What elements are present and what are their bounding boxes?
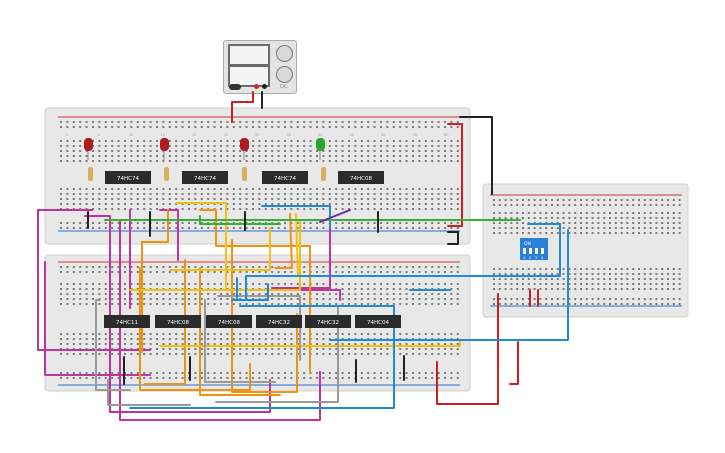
wire-grey-5 xyxy=(107,379,191,406)
wire-purple-1 xyxy=(319,209,351,223)
chip-label: 74HC74 xyxy=(117,176,139,182)
bottom-chips[interactable]: 74HC11 74HC08 74HC08 74HC32 74HC32 74HC0… xyxy=(104,315,401,328)
led-red-2 xyxy=(160,138,169,160)
dip-position-1: 1 xyxy=(523,256,525,260)
wire-orange-2 xyxy=(199,209,311,373)
chip-label: 74HC04 xyxy=(367,320,389,326)
power-supply-label: DC xyxy=(280,84,288,90)
top-chips[interactable]: 74HC74 74HC74 74HC74 74HC08 xyxy=(105,171,384,184)
led-green-1 xyxy=(316,138,325,160)
chip-label: 74HC08 xyxy=(167,320,189,326)
wire-red-right xyxy=(509,341,519,385)
wire-yellow-5 xyxy=(295,213,299,276)
wire-black-right xyxy=(459,116,493,195)
chip-label: 74HC11 xyxy=(116,320,138,326)
right-breadboard-holes[interactable] xyxy=(493,199,681,305)
wire-orange-7 xyxy=(274,213,293,269)
dip-switch-on-label: ON xyxy=(524,241,531,247)
chip-top-2: 74HC74 xyxy=(182,171,228,184)
wire-blue-4 xyxy=(329,229,569,341)
chip-label: 74HC32 xyxy=(268,320,290,326)
top-breadboard-holes[interactable] xyxy=(60,121,459,229)
column-number: 55 xyxy=(413,133,417,137)
wire-orange-1 xyxy=(141,209,169,353)
wire-orange-5 xyxy=(144,259,186,385)
column-number: 30 xyxy=(255,133,259,137)
column-number: 1 xyxy=(66,133,68,137)
wire-blue-3 xyxy=(129,305,395,409)
dip-position-2: 2 xyxy=(529,256,531,260)
column-number: 50 xyxy=(381,133,385,137)
current-knob[interactable] xyxy=(276,66,293,83)
leds[interactable] xyxy=(84,138,325,160)
wire-orange-3 xyxy=(139,267,251,391)
wire-grey-2 xyxy=(204,299,276,383)
dip-toggle-4[interactable] xyxy=(541,248,544,254)
current-display xyxy=(228,65,270,87)
voltage-knob[interactable] xyxy=(276,45,293,62)
chip-label: 74HC74 xyxy=(274,176,296,182)
wire-black-bridge xyxy=(447,231,459,245)
chip-bottom-5: 74HC32 xyxy=(305,315,351,328)
wire-yellow-1 xyxy=(129,221,301,291)
column-number: 35 xyxy=(287,133,291,137)
wire-yellow-4 xyxy=(175,202,227,289)
dip-toggle-2[interactable] xyxy=(529,248,532,254)
led-red-3 xyxy=(240,138,249,160)
column-number: 5 xyxy=(98,133,100,137)
dip-toggle-3[interactable] xyxy=(535,248,538,254)
wire-grey-1 xyxy=(95,299,131,391)
led-red-1 xyxy=(84,138,93,160)
dip-position-4: 4 xyxy=(541,256,544,260)
wire-yellow-2 xyxy=(159,339,461,347)
wire-blue-6 xyxy=(231,283,269,301)
wire-magenta-1 xyxy=(37,209,151,351)
chip-label: 74HC32 xyxy=(317,320,339,326)
column-number: 20 xyxy=(192,133,196,137)
chip-bottom-4: 74HC32 xyxy=(256,315,302,328)
wire-red-bottom xyxy=(436,293,499,405)
power-switch[interactable] xyxy=(229,84,241,90)
wire-yellow-3 xyxy=(169,227,271,271)
chip-bottom-1: 74HC11 xyxy=(104,315,150,328)
power-supply[interactable]: DC xyxy=(223,40,297,94)
positive-terminal[interactable] xyxy=(254,84,259,89)
resistors xyxy=(88,167,326,181)
dip-position-3: 3 xyxy=(535,256,537,260)
wire-red-top-rail xyxy=(447,123,463,227)
column-number: 15 xyxy=(161,133,165,137)
column-number: 40 xyxy=(318,133,322,137)
bottom-breadboard-holes[interactable] xyxy=(60,266,459,379)
chip-top-3: 74HC74 xyxy=(262,171,308,184)
dip-toggle-1[interactable] xyxy=(523,248,526,254)
wire-green-2 xyxy=(199,215,281,225)
column-number: 25 xyxy=(224,133,228,137)
wire-orange-4 xyxy=(199,267,281,396)
chip-bottom-2: 74HC08 xyxy=(155,315,201,328)
chip-label: 74HC08 xyxy=(218,320,240,326)
wire-red-psu xyxy=(231,91,254,123)
chip-label: 74HC74 xyxy=(194,176,216,182)
wire-magenta-5 xyxy=(159,209,179,261)
column-number: 60 xyxy=(444,133,448,137)
dip-switch[interactable]: ON 1 2 3 4 xyxy=(520,238,548,260)
wire-magenta-4 xyxy=(44,261,151,376)
negative-terminal[interactable] xyxy=(262,84,267,89)
right-breadboard xyxy=(482,183,689,318)
column-number: 10 xyxy=(129,133,133,137)
chip-top-1: 74HC74 xyxy=(105,171,151,184)
chip-label: 74HC08 xyxy=(350,176,372,182)
chip-bottom-6: 74HC04 xyxy=(355,315,401,328)
column-number: 45 xyxy=(350,133,354,137)
chip-top-4: 74HC08 xyxy=(338,171,384,184)
chip-bottom-3: 74HC08 xyxy=(206,315,252,328)
